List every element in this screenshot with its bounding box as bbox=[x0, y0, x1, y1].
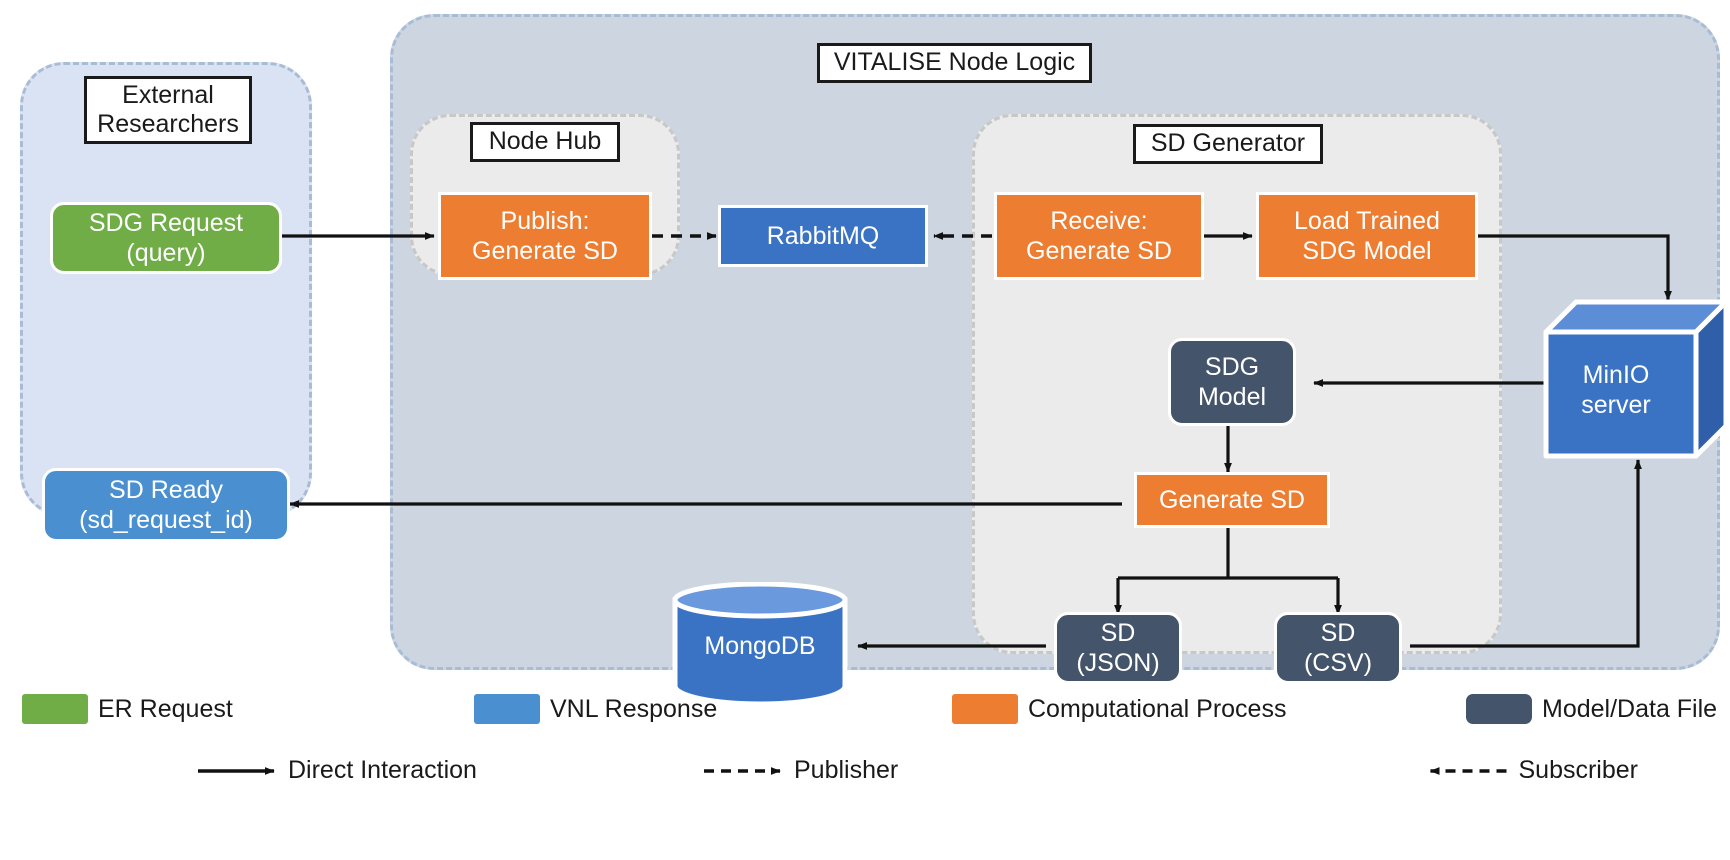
legend-swatch-computational-process bbox=[952, 694, 1018, 724]
node-receive-generate-sd-line2: Generate SD bbox=[1026, 237, 1172, 265]
node-load-trained-sdg-model[interactable]: Load Trained SDG Model bbox=[1256, 192, 1478, 280]
node-publish-generate-sd[interactable]: Publish: Generate SD bbox=[438, 192, 652, 280]
legend-solid-arrow-icon bbox=[198, 766, 275, 775]
title-node-hub-text: Node Hub bbox=[488, 127, 602, 156]
title-external-researchers: External Researchers bbox=[84, 76, 252, 144]
minio-cube-icon bbox=[1543, 299, 1729, 459]
node-sdg-model-line1: SDG bbox=[1204, 353, 1260, 381]
legend-dashed-arrow-left-icon bbox=[1429, 766, 1507, 775]
node-sdg-request-line1: SDG Request bbox=[88, 209, 244, 237]
node-sdg-request-line2: (query) bbox=[126, 239, 206, 267]
title-external-researchers-line2: Researchers bbox=[97, 110, 239, 138]
legend-item-computational-process: Computational Process bbox=[952, 694, 1286, 724]
node-receive-generate-sd[interactable]: Receive: Generate SD bbox=[994, 192, 1204, 280]
node-sd-csv-line1: SD bbox=[1320, 619, 1356, 647]
node-publish-generate-sd-line1: Publish: bbox=[500, 207, 590, 235]
node-sdg-request[interactable]: SDG Request (query) bbox=[50, 202, 282, 274]
legend-item-model-data-file: Model/Data File bbox=[1466, 694, 1717, 724]
node-generate-sd-label: Generate SD bbox=[1159, 486, 1305, 514]
title-sd-generator: SD Generator bbox=[1133, 124, 1323, 164]
node-sd-ready-line1: SD Ready bbox=[109, 476, 223, 504]
title-vitalise-node-logic: VITALISE Node Logic bbox=[817, 43, 1092, 83]
legend-item-publisher: Publisher bbox=[702, 756, 898, 785]
node-receive-generate-sd-line1: Receive: bbox=[1050, 207, 1148, 235]
legend-dashed-arrow-icon bbox=[704, 766, 781, 775]
node-sd-ready-line2: (sd_request_id) bbox=[79, 506, 253, 534]
title-vitalise-node-logic-text: VITALISE Node Logic bbox=[833, 48, 1076, 77]
title-node-hub: Node Hub bbox=[470, 122, 620, 162]
legend-label-model-data-file: Model/Data File bbox=[1542, 694, 1718, 723]
legend-label-direct-interaction: Direct Interaction bbox=[288, 756, 477, 784]
node-rabbitmq-label: RabbitMQ bbox=[766, 222, 880, 250]
legend-swatch-er-request bbox=[22, 694, 88, 724]
legend-label-publisher: Publisher bbox=[794, 756, 899, 784]
legend-item-er-request: ER Request bbox=[22, 694, 233, 724]
node-sd-json-line1: SD bbox=[1100, 619, 1136, 647]
node-minio-server[interactable]: MinIO server bbox=[1542, 298, 1730, 460]
node-sd-json[interactable]: SD (JSON) bbox=[1054, 612, 1182, 684]
legend-swatch-model-data-file bbox=[1466, 694, 1532, 724]
legend-label-er-request: ER Request bbox=[98, 694, 233, 723]
node-rabbitmq[interactable]: RabbitMQ bbox=[718, 205, 928, 267]
node-sd-json-line2: (JSON) bbox=[1076, 649, 1160, 677]
title-external-researchers-line1: External bbox=[122, 80, 214, 109]
legend-swatch-vnl-response bbox=[474, 694, 540, 724]
node-load-trained-sdg-model-line1: Load Trained bbox=[1294, 207, 1440, 235]
node-sd-csv[interactable]: SD (CSV) bbox=[1274, 612, 1402, 684]
node-load-trained-sdg-model-line2: SDG Model bbox=[1302, 237, 1432, 265]
node-sd-ready[interactable]: SD Ready (sd_request_id) bbox=[42, 468, 290, 542]
legend-item-vnl-response: VNL Response bbox=[474, 694, 717, 724]
title-sd-generator-text: SD Generator bbox=[1150, 129, 1306, 158]
node-sdg-model[interactable]: SDG Model bbox=[1168, 338, 1296, 426]
node-mongodb[interactable]: MongoDB bbox=[670, 581, 850, 707]
node-sdg-model-line2: Model bbox=[1197, 383, 1267, 411]
mongodb-cylinder-icon bbox=[672, 581, 848, 707]
legend-label-computational-process: Computational Process bbox=[1028, 694, 1287, 723]
legend-label-vnl-response: VNL Response bbox=[550, 694, 718, 723]
legend-item-direct-interaction: Direct Interaction bbox=[196, 756, 477, 785]
node-publish-generate-sd-line2: Generate SD bbox=[472, 237, 618, 265]
legend-label-subscriber: Subscriber bbox=[1518, 756, 1639, 784]
legend-item-subscriber: Subscriber bbox=[1427, 756, 1639, 785]
node-generate-sd[interactable]: Generate SD bbox=[1134, 472, 1330, 528]
node-sd-csv-line2: (CSV) bbox=[1303, 649, 1373, 677]
